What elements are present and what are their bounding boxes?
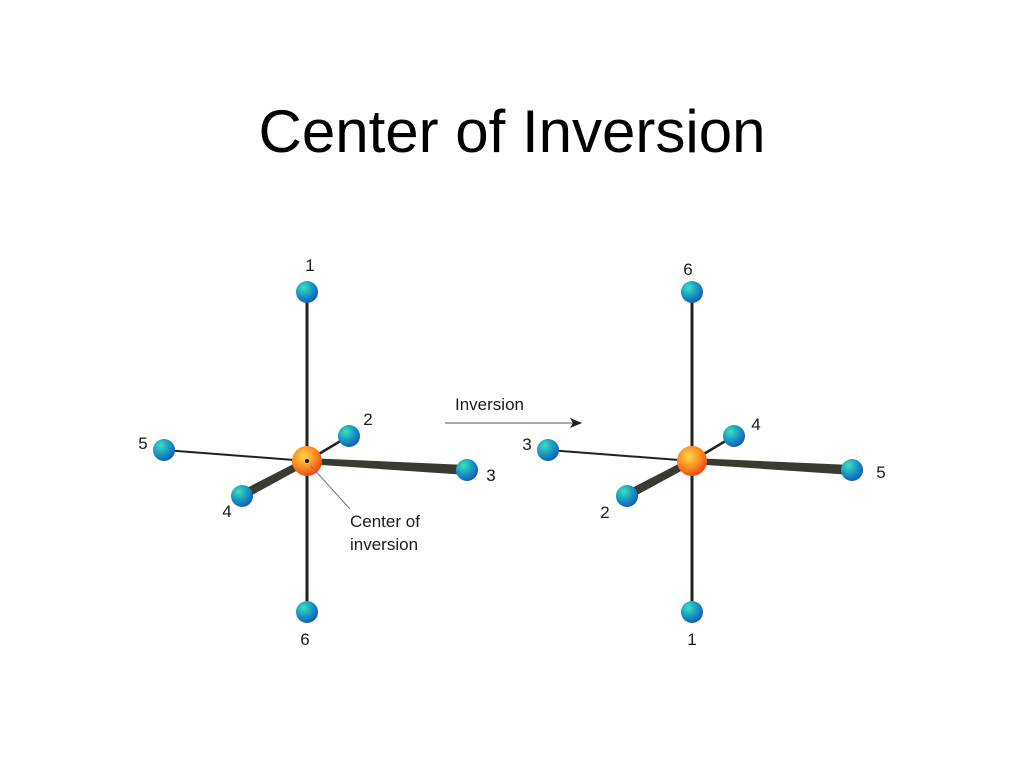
ligand-atom-after-1 xyxy=(681,601,703,623)
label-lower-left: 4 xyxy=(222,502,231,521)
center-annotation-line1: Center of xyxy=(350,512,420,531)
ligand-atom-3 xyxy=(456,459,478,481)
ligand-atom-6 xyxy=(296,601,318,623)
bond-after-2 xyxy=(624,458,694,500)
label-right: 3 xyxy=(486,466,495,485)
label-after-upper-right: 4 xyxy=(751,415,760,434)
label-top: 1 xyxy=(305,256,314,275)
bond-4 xyxy=(239,458,309,500)
label-after-right: 5 xyxy=(876,463,885,482)
center-annotation-leader xyxy=(310,465,351,510)
label-after-top: 6 xyxy=(683,260,692,279)
ligand-atom-4 xyxy=(231,485,253,507)
ligand-atom-1 xyxy=(296,281,318,303)
ligand-atom-after-6 xyxy=(681,281,703,303)
label-bottom: 6 xyxy=(300,630,309,649)
label-after-bottom: 1 xyxy=(687,630,696,649)
label-upper-right: 2 xyxy=(363,410,372,429)
bond-after-5 xyxy=(692,458,852,475)
bond-3 xyxy=(307,458,467,475)
ligand-atom-after-4 xyxy=(723,425,745,447)
ligand-atom-5 xyxy=(153,439,175,461)
ligand-atom-after-5 xyxy=(841,459,863,481)
center-atom-after xyxy=(677,446,707,476)
label-after-left: 3 xyxy=(522,435,531,454)
slide-title: Center of Inversion xyxy=(258,98,766,165)
inversion-arrow: Inversion xyxy=(445,395,582,428)
bond-after-3 xyxy=(547,449,693,462)
arrow-label: Inversion xyxy=(455,395,524,414)
ligand-atom-after-3 xyxy=(537,439,559,461)
bond-5 xyxy=(163,449,308,462)
ligand-atom-2 xyxy=(338,425,360,447)
center-point xyxy=(305,459,309,463)
ligand-atom-after-2 xyxy=(616,485,638,507)
label-left: 5 xyxy=(138,434,147,453)
molecule-after: 6 4 5 2 3 1 xyxy=(522,260,885,649)
center-annotation-line2: inversion xyxy=(350,535,418,554)
molecule-before: 1 2 3 4 5 6 Center of inversion xyxy=(138,256,495,649)
label-after-lower-left: 2 xyxy=(600,503,609,522)
